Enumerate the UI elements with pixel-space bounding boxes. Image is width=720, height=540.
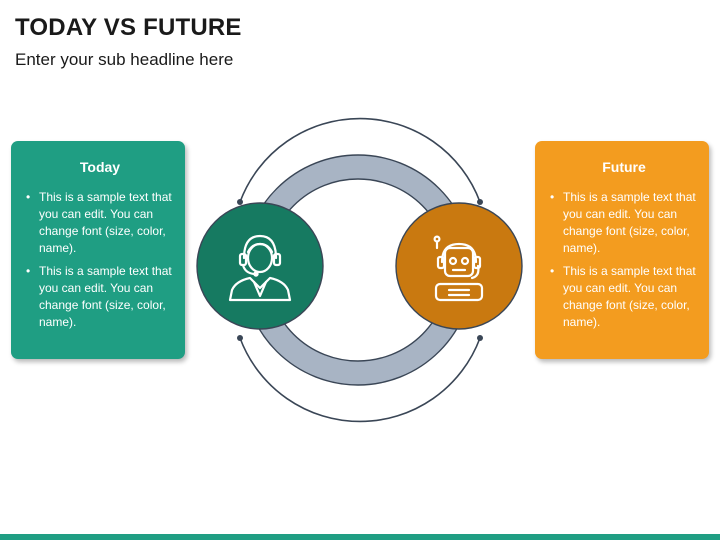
future-bullet-1: This is a sample text that you can edit.… [550,189,699,257]
today-card: Today This is a sample text that you can… [11,141,185,359]
robot-headset-icon [433,235,484,302]
top-arc-left-dot [237,199,243,205]
future-bullet-list: This is a sample text that you can edit.… [549,189,699,331]
page-subtitle: Enter your sub headline here [15,50,234,69]
today-bullet-2: This is a sample text that you can edit.… [26,263,175,331]
support-agent-headset-icon [228,234,292,302]
top-arc [239,117,481,203]
bottom-accent-bar [0,534,720,540]
today-circle [196,202,324,330]
top-arc-right-dot [477,199,483,205]
bottom-arc-left-dot [237,335,243,341]
page-title: TODAY VS FUTURE [15,14,242,41]
future-circle [395,202,523,330]
today-bullet-list: This is a sample text that you can edit.… [25,189,175,331]
future-bullet-2: This is a sample text that you can edit.… [550,263,699,331]
bottom-arc-right-dot [477,335,483,341]
today-bullet-1: This is a sample text that you can edit.… [26,189,175,257]
future-card: Future This is a sample text that you ca… [535,141,709,359]
future-card-title: Future [602,159,646,175]
bottom-arc [239,337,481,423]
today-card-title: Today [79,159,121,175]
